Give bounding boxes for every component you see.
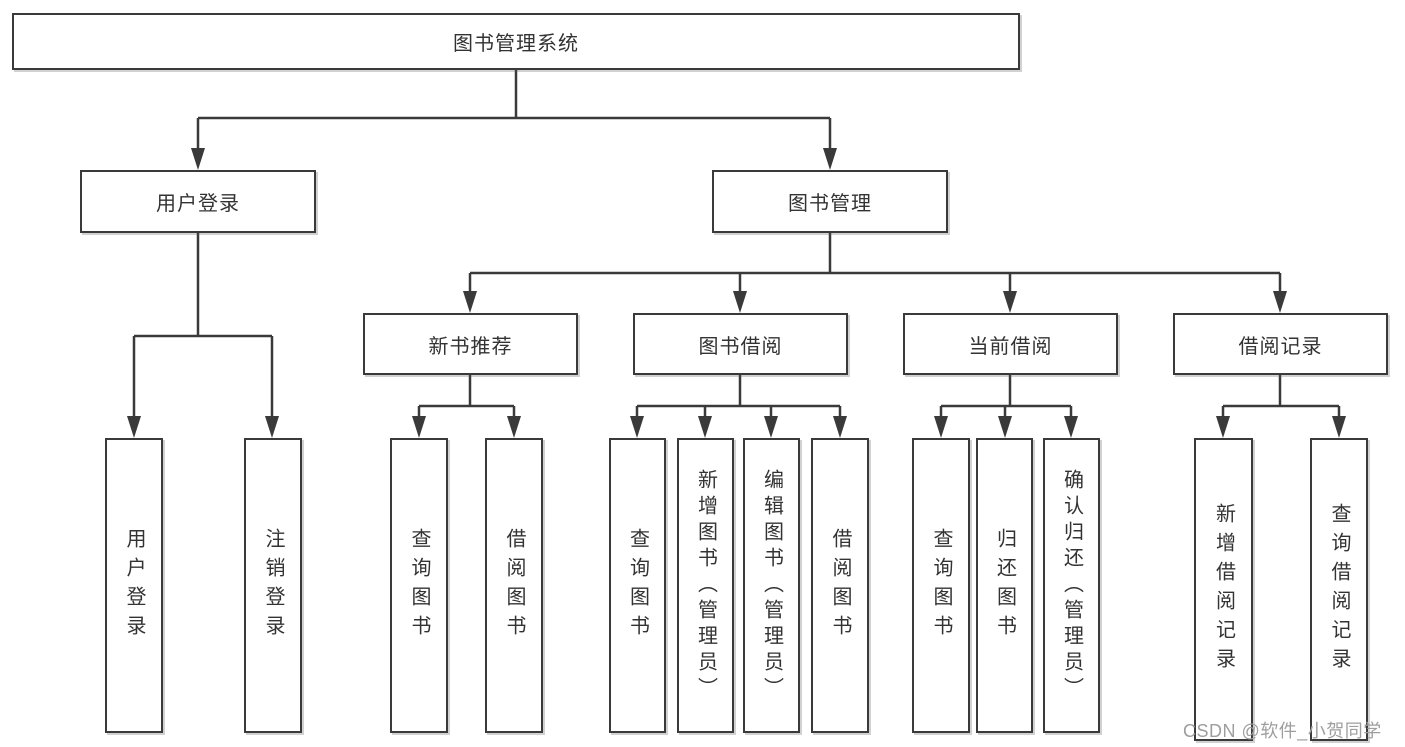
leaf-query-borrow-record-label: 查询借阅记录 <box>1328 502 1350 677</box>
leaf-borrow-books-borrowing-label: 借阅图书 <box>829 527 851 644</box>
node-root: 图书管理系统 <box>12 13 1020 70</box>
node-book-borrowing: 图书借阅 <box>633 313 848 375</box>
connector-bookborrow-to-leaves <box>635 375 842 421</box>
arrowhead <box>698 416 712 438</box>
node-new-book-recommendation-label: 新书推荐 <box>428 335 513 358</box>
arrowhead <box>265 416 279 438</box>
leaf-user-login: 用户登录 <box>105 438 163 733</box>
leaf-query-books-recommend-label: 查询图书 <box>408 527 430 644</box>
arrowhead <box>1216 416 1230 438</box>
node-current-borrowing: 当前借阅 <box>903 313 1118 375</box>
connector-bookmgmt-to-level2 <box>468 233 1282 296</box>
leaf-add-book-admin: 新增图书（管理员） <box>677 438 734 733</box>
leaf-edit-book-admin: 编辑图书（管理员） <box>743 438 800 733</box>
node-borrowing-records: 借阅记录 <box>1173 313 1388 375</box>
connector-root-to-level1 <box>196 70 832 152</box>
arrowhead <box>764 416 778 438</box>
leaf-query-borrow-record: 查询借阅记录 <box>1310 438 1368 741</box>
leaf-logout-label: 注销登录 <box>262 527 284 644</box>
leaf-add-borrow-record-label: 新增借阅记录 <box>1212 502 1235 677</box>
arrowhead <box>463 291 477 313</box>
node-root-label: 图书管理系统 <box>453 33 579 55</box>
leaf-query-books-current-label: 查询图书 <box>930 527 952 644</box>
connector-currentborrow-to-leaves <box>939 375 1073 421</box>
leaf-add-book-admin-label: 新增图书（管理员） <box>694 468 717 703</box>
arrowhead <box>1273 291 1287 313</box>
arrowhead <box>191 148 205 170</box>
arrowhead <box>833 416 847 438</box>
arrowhead <box>823 148 837 170</box>
arrowhead <box>934 416 948 438</box>
leaf-confirm-return-admin: 确认归还（管理员） <box>1043 438 1100 733</box>
leaf-return-books: 归还图书 <box>976 438 1033 733</box>
arrowhead <box>127 416 141 438</box>
leaf-borrow-books-recommend: 借阅图书 <box>485 438 543 733</box>
leaf-query-books-recommend: 查询图书 <box>390 438 448 733</box>
leaf-borrow-books-recommend-label: 借阅图书 <box>503 527 525 644</box>
leaf-user-login-label: 用户登录 <box>123 527 145 644</box>
leaf-return-books-label: 归还图书 <box>993 527 1016 644</box>
connector-userlogin-to-leaves <box>132 233 274 421</box>
arrowhead <box>630 416 644 438</box>
node-current-borrowing-label: 当前借阅 <box>968 335 1053 358</box>
leaf-query-books-borrowing-label: 查询图书 <box>626 527 649 644</box>
leaf-edit-book-admin-label: 编辑图书（管理员） <box>760 468 783 703</box>
node-book-management-label: 图书管理 <box>788 193 872 215</box>
arrowhead <box>412 416 426 438</box>
leaf-query-books-borrowing: 查询图书 <box>609 438 666 733</box>
arrowhead <box>507 416 521 438</box>
arrowhead <box>733 291 747 313</box>
arrowhead <box>1003 291 1017 313</box>
arrowhead <box>1332 416 1346 438</box>
connector-newbook-to-leaves <box>417 375 516 421</box>
watermark: CSDN @软件_小贺同学 <box>1183 721 1382 741</box>
node-borrowing-records-label: 借阅记录 <box>1238 335 1323 358</box>
leaf-query-books-current: 查询图书 <box>912 438 970 733</box>
leaf-logout: 注销登录 <box>244 438 302 733</box>
connector-records-to-leaves <box>1221 375 1341 421</box>
arrowhead <box>998 416 1012 438</box>
arrowhead <box>1064 416 1078 438</box>
node-user-login-label: 用户登录 <box>156 193 240 215</box>
node-book-management: 图书管理 <box>712 170 948 233</box>
node-new-book-recommendation: 新书推荐 <box>363 313 578 375</box>
leaf-add-borrow-record: 新增借阅记录 <box>1194 438 1253 741</box>
node-book-borrowing-label: 图书借阅 <box>698 335 783 358</box>
leaf-borrow-books-borrowing: 借阅图书 <box>811 438 869 733</box>
leaf-confirm-return-admin-label: 确认归还（管理员） <box>1060 468 1083 703</box>
node-user-login: 用户登录 <box>80 170 316 233</box>
